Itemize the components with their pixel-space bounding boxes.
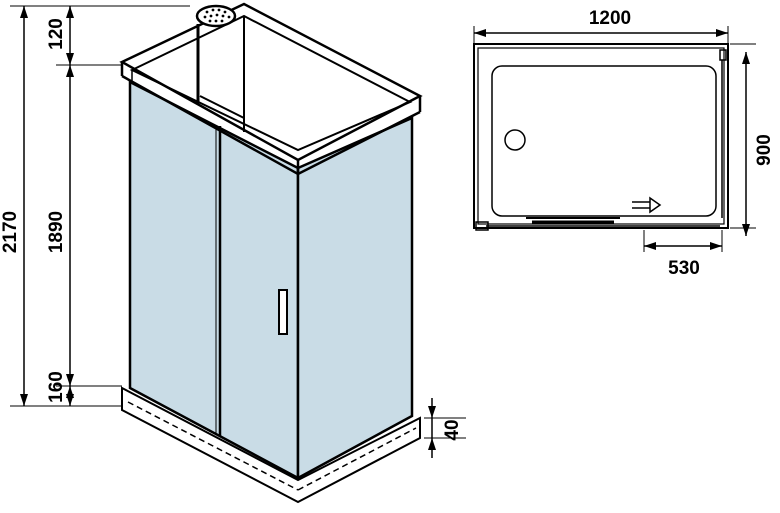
- door-handle-icon: [278, 289, 288, 335]
- arrow-right-icon: [632, 196, 662, 214]
- tray-lip-dimension: 40: [424, 398, 466, 458]
- cabin-isometric: [119, 2, 423, 504]
- total-height-label: 2170: [0, 211, 21, 253]
- glass-height-label: 1890: [46, 211, 67, 253]
- shower-tray: [121, 386, 421, 504]
- side-glass-panel: [296, 116, 414, 481]
- tray-height-label: 160: [46, 371, 67, 403]
- top-gap-label: 120: [46, 18, 67, 50]
- tray-lip-label: 40: [442, 419, 463, 440]
- drain-icon: [504, 129, 526, 151]
- height-dimensions: 2170 120 1890 160: [0, 5, 190, 407]
- top-view-plan: 1200 900 530: [473, 8, 775, 279]
- front-glass-panel: [128, 79, 300, 481]
- width-label: 1200: [589, 8, 631, 29]
- shower-head-icon: [195, 4, 237, 28]
- depth-label: 900: [754, 134, 775, 166]
- door-opening-label: 530: [668, 258, 700, 279]
- tray-basin: [491, 65, 717, 217]
